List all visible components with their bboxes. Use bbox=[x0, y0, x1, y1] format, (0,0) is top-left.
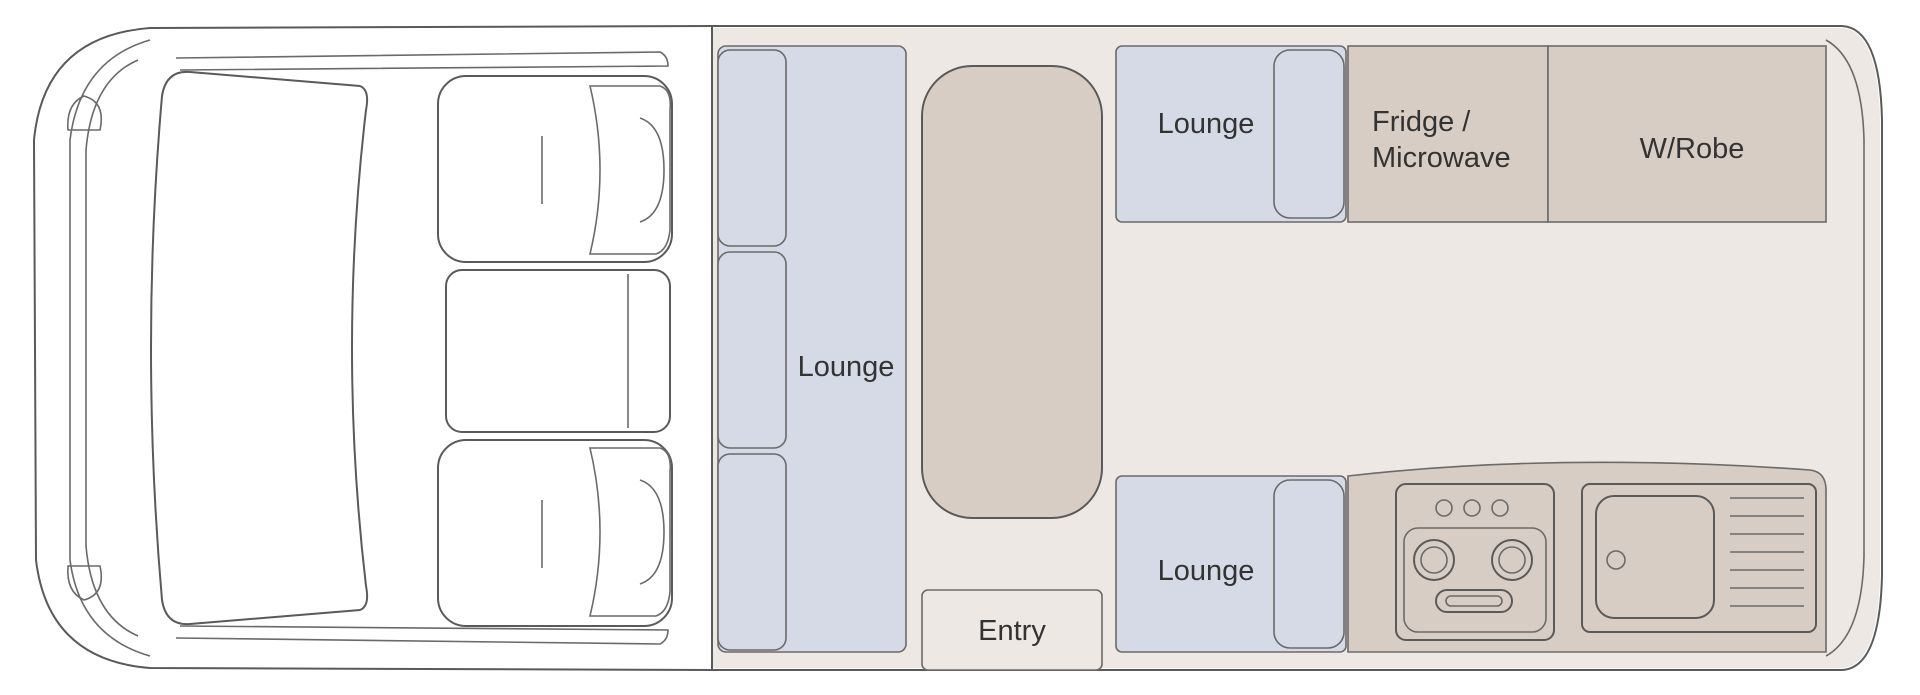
control-knob-2 bbox=[1463, 499, 1481, 517]
entry: Entry bbox=[921, 589, 1103, 671]
rear-lounge-label: Lounge bbox=[798, 351, 895, 383]
lower-lounge: Lounge bbox=[1115, 475, 1347, 653]
wardrobe-cabinet: W/Robe bbox=[1547, 45, 1827, 223]
driver-seat bbox=[437, 75, 673, 263]
rear-wall-inner bbox=[1825, 39, 1865, 657]
entry-label: Entry bbox=[978, 615, 1046, 647]
fridge-label-line2: Microwave bbox=[1372, 142, 1511, 174]
rear-lounge-backrest-1 bbox=[717, 49, 787, 247]
fridge-microwave-cabinet: Fridge / Microwave bbox=[1347, 45, 1549, 223]
upper-lounge-label: Lounge bbox=[1158, 108, 1255, 140]
burner-right-icon bbox=[1491, 539, 1533, 581]
van-body-outline bbox=[32, 25, 1883, 671]
sink-drain-icon bbox=[1606, 550, 1626, 570]
svg-text:Fridge / Microwave: Fridge / Microwave bbox=[1372, 106, 1511, 174]
left-mirror bbox=[67, 95, 103, 131]
burner-left-icon bbox=[1413, 539, 1455, 581]
kitchen-bench bbox=[1347, 461, 1827, 653]
rear-lounge-backrest-2 bbox=[717, 251, 787, 449]
left-door-line bbox=[175, 51, 669, 71]
lower-lounge-backrest bbox=[1273, 479, 1345, 649]
rear-lounge: Lounge bbox=[717, 45, 907, 653]
drainer-ridges bbox=[1730, 497, 1804, 607]
sink-unit bbox=[1581, 483, 1817, 633]
bonnet-line bbox=[69, 39, 151, 657]
upper-lounge-backrest bbox=[1273, 49, 1345, 219]
middle-seat bbox=[445, 269, 671, 433]
right-door-line bbox=[175, 625, 669, 645]
grill-burner-icon bbox=[1435, 589, 1513, 613]
entry-step bbox=[921, 589, 1103, 671]
wardrobe-label: W/Robe bbox=[1640, 133, 1745, 165]
sink-bowl bbox=[1595, 495, 1715, 619]
control-knob-1 bbox=[1435, 499, 1453, 517]
cooktop bbox=[1395, 483, 1555, 641]
bonnet-inner-line bbox=[85, 59, 139, 637]
driver-cab bbox=[67, 39, 673, 657]
passenger-seat bbox=[437, 439, 673, 627]
upper-lounge: Lounge bbox=[1115, 45, 1347, 223]
fridge-label-line1: Fridge / bbox=[1372, 106, 1471, 138]
right-mirror bbox=[67, 565, 103, 601]
dining-table bbox=[921, 65, 1103, 519]
lower-lounge-label: Lounge bbox=[1158, 555, 1255, 587]
windscreen bbox=[150, 70, 369, 626]
rear-lounge-backrest-3 bbox=[717, 453, 787, 651]
control-knob-3 bbox=[1491, 499, 1509, 517]
